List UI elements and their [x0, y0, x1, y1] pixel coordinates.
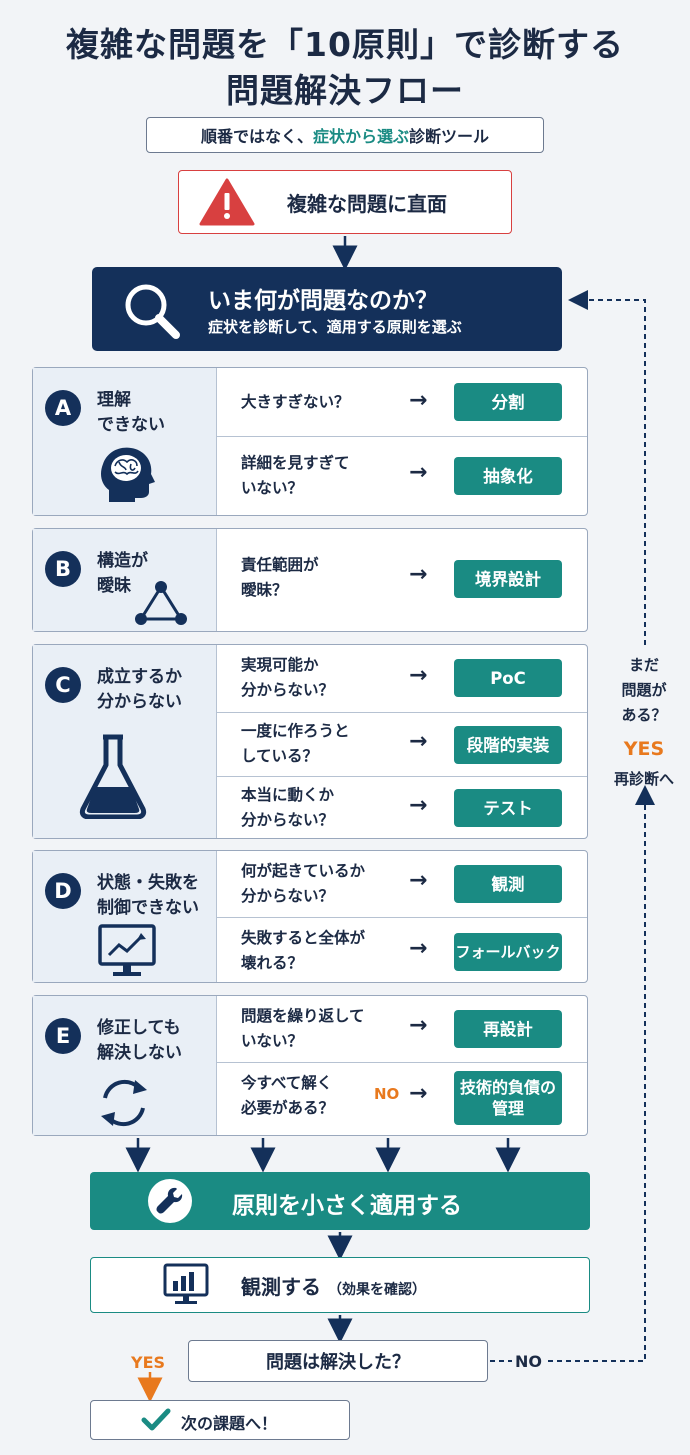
observe-text: 観測する （効果を確認） [241, 1271, 426, 1300]
observe-note: （効果を確認） [327, 1282, 426, 1298]
next-label: 次の課題へ！ [181, 1414, 278, 1433]
principle-button[interactable]: 抽象化 [454, 457, 562, 495]
start-label: 複雑な問題に直面 [287, 191, 447, 216]
brain-head-icon [101, 447, 155, 502]
group-e-title: 修正しても 解決しない [97, 1018, 182, 1063]
group-e-badge: E [45, 1018, 81, 1054]
page-title-line2: 問題解決フロー [226, 71, 464, 110]
group-e-row-2: 今すべて解く 必要がある？ NO → 技術的負債の 管理 [217, 1062, 587, 1137]
no-label: NO [374, 1085, 400, 1103]
diagnose-box: いま何が問題なのか？ 症状を診断して、適用する原則を選ぶ [92, 267, 562, 351]
principle-button[interactable]: テスト [454, 789, 562, 827]
magnifier-icon [125, 284, 180, 339]
group-b-header: B 構造が 曖昧 [33, 529, 217, 631]
check-icon [141, 1408, 171, 1431]
arrow-right-icon: → [409, 460, 428, 485]
group-b-badge: B [45, 551, 81, 587]
group-b-row-1: 責任範囲が 曖昧？ → 境界設計 [217, 529, 587, 633]
principle-button[interactable]: 段階的実装 [454, 726, 562, 764]
solved-question-box: 問題は解決した？ [188, 1340, 488, 1382]
group-d-header: D 状態・失敗を 制御できない [33, 851, 217, 982]
arrow-right-icon: → [409, 729, 428, 754]
symptom-group-d: D 状態・失敗を 制御できない 何が起きているか 分からない？ → 観測 失敗す… [32, 850, 588, 983]
arrow-right-icon: → [409, 562, 428, 587]
question-text: 責任範囲が 曖昧？ [241, 556, 319, 599]
arrow-right-icon: → [409, 936, 428, 961]
wrench-icon [148, 1179, 192, 1223]
solved-yes-label: YES [131, 1353, 166, 1372]
cycle-arrows-icon [101, 1079, 147, 1127]
symptom-group-e: E 修正しても 解決しない 問題を繰り返して いない？ → 再設計 今すべて解く… [32, 995, 588, 1136]
group-a-row-1: 大きすぎない？ → 分割 [217, 368, 587, 436]
arrow-right-icon: → [409, 388, 428, 413]
group-e-header: E 修正しても 解決しない [33, 996, 217, 1135]
network-triangle-icon [135, 581, 187, 625]
diagnose-title: いま何が問題なのか？ [208, 288, 438, 314]
warning-triangle-icon [199, 178, 255, 226]
subtitle-post: 診断ツール [409, 127, 490, 146]
page-title-line1: 複雑な問題を「10原則」で診断する [66, 25, 624, 64]
question-text: 大きすぎない？ [241, 393, 350, 411]
question-text: 本当に動くか 分からない？ [241, 786, 335, 829]
principle-button[interactable]: 技術的負債の 管理 [454, 1071, 562, 1125]
principle-button[interactable]: フォールバック [454, 933, 562, 971]
monitor-bar-chart-icon [163, 1263, 209, 1304]
group-d-title: 状態・失敗を 制御できない [97, 873, 199, 918]
arrow-right-icon: → [409, 663, 428, 688]
principle-button[interactable]: 再設計 [454, 1010, 562, 1048]
diagnose-subtitle: 症状を診断して、適用する原則を選ぶ [208, 318, 462, 336]
start-box: 複雑な問題に直面 [178, 170, 512, 234]
question-text: 実現可能か 分からない？ [241, 656, 335, 699]
group-a-badge: A [45, 390, 81, 426]
subtitle-pre: 順番ではなく、 [200, 127, 313, 146]
question-text: 一度に作ろうと している？ [241, 722, 350, 765]
monitor-chart-icon [98, 924, 156, 976]
principle-button[interactable]: 境界設計 [454, 560, 562, 598]
group-c-header: C 成立するか 分からない [33, 645, 217, 838]
question-text: 失敗すると全体が 壊れる？ [241, 929, 366, 972]
arrow-right-icon: → [409, 1081, 428, 1106]
arrow-right-icon: → [409, 868, 428, 893]
subtitle-highlight: 症状から選ぶ [312, 127, 409, 146]
principle-button[interactable]: PoC [454, 659, 562, 697]
subtitle-box: 順番ではなく、症状から選ぶ診断ツール [146, 117, 544, 153]
symptom-group-c: C 成立するか 分からない 実現可能か 分からない？ → PoC 一度に作ろうと… [32, 644, 588, 839]
principle-button[interactable]: 観測 [454, 865, 562, 903]
symptom-group-a: A 理解 できない 大きすぎない？ → 分割 詳細を見すぎて いない？ → 抽象… [32, 367, 588, 516]
group-c-row-3: 本当に動くか 分からない？ → テスト [217, 776, 587, 840]
question-text: 何が起きているか 分からない？ [241, 862, 366, 905]
group-a-header: A 理解 できない [33, 368, 217, 515]
question-text: 問題を繰り返して いない？ [241, 1007, 365, 1050]
group-b-title: 構造が 曖昧 [97, 551, 148, 596]
observe-label: 観測する [241, 1275, 321, 1299]
arrow-right-icon: → [409, 793, 428, 818]
apply-box: 原則を小さく適用する [90, 1172, 590, 1230]
group-c-row-1: 実現可能か 分からない？ → PoC [217, 645, 587, 712]
group-c-row-2: 一度に作ろうと している？ → 段階的実装 [217, 712, 587, 776]
arrow-right-icon: → [409, 1013, 428, 1038]
group-d-row-1: 何が起きているか 分からない？ → 観測 [217, 851, 587, 917]
group-d-row-2: 失敗すると全体が 壊れる？ → フォールバック [217, 917, 587, 984]
observe-box: 観測する （効果を確認） [90, 1257, 590, 1313]
question-text: 詳細を見すぎて いない？ [241, 454, 350, 497]
flask-icon [79, 734, 147, 819]
solved-no-label: NO [515, 1352, 542, 1371]
question-text: 今すべて解く 必要がある？ [241, 1074, 335, 1117]
group-d-badge: D [45, 873, 81, 909]
group-e-row-1: 問題を繰り返して いない？ → 再設計 [217, 996, 587, 1062]
next-task-box: 次の課題へ！ [90, 1400, 350, 1440]
group-c-badge: C [45, 667, 81, 703]
loop-action-label: 再診断へ [613, 770, 674, 788]
loop-question: まだ 問題が ある？ [621, 656, 667, 724]
apply-label: 原則を小さく適用する [232, 1193, 462, 1219]
symptom-group-b: B 構造が 曖昧 責任範囲が 曖昧？ → 境界設計 [32, 528, 588, 632]
group-a-title: 理解 できない [97, 390, 165, 435]
loop-yes-label: YES [623, 738, 665, 760]
principle-button[interactable]: 分割 [454, 383, 562, 421]
group-a-row-2: 詳細を見すぎて いない？ → 抽象化 [217, 436, 587, 517]
group-c-title: 成立するか 分からない [97, 667, 182, 712]
